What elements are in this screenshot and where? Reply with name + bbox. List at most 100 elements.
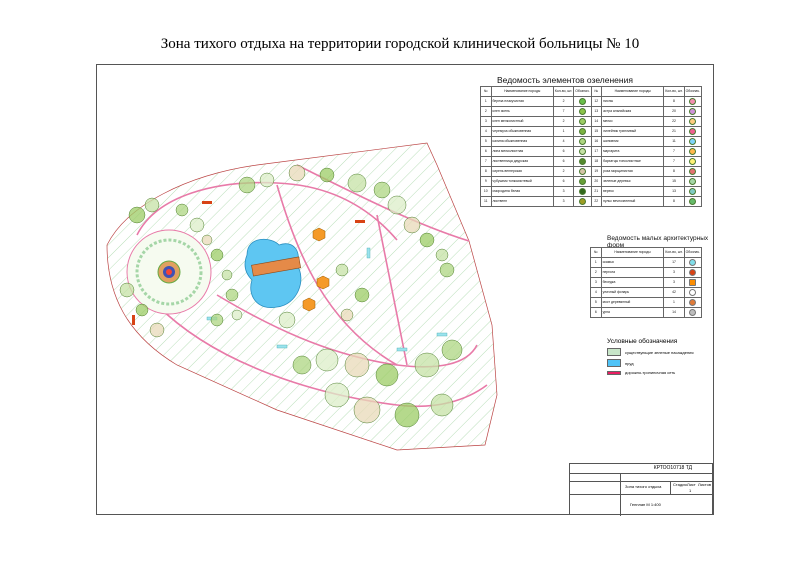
cell-qty: 3 (552, 186, 575, 197)
tree-icon (414, 352, 440, 378)
plant-symbol-icon (578, 127, 586, 135)
cell-qty: 4 (552, 136, 575, 147)
cell-name: маргарита (601, 146, 665, 157)
tree-icon (403, 216, 421, 234)
wooden-bridge (251, 256, 302, 277)
maf-table-caption: Ведомость малых архитектурных форм (607, 235, 709, 249)
tree-icon (128, 206, 146, 224)
cell-qty: 17 (663, 257, 685, 268)
cell-qty: 7 (552, 106, 575, 117)
tree-icon (435, 248, 449, 262)
cell-name: вереск (601, 186, 665, 197)
cell-n: 19 (590, 166, 603, 177)
plant-symbol-icon (578, 197, 586, 205)
cell-n: 10 (480, 186, 492, 197)
cell-symbol (683, 116, 703, 127)
cell-name: пульс вечнозеленый (601, 196, 665, 207)
plant-symbol-icon (689, 137, 697, 145)
plant-symbol-icon (578, 167, 586, 175)
cell-qty: 8 (663, 96, 685, 107)
plant-symbol-icon (689, 97, 697, 105)
tree-icon (210, 248, 224, 262)
cell-symbol (683, 267, 703, 278)
legend-label: дорожно-тропиночная сеть (625, 370, 676, 375)
cell-n: 9 (480, 176, 492, 187)
cell-qty: 6 (552, 176, 575, 187)
cell-name: лиственница даурская (490, 156, 554, 167)
plant-symbol-icon (689, 187, 697, 195)
cell-n: 2 (590, 267, 602, 278)
plant-symbol-icon (689, 177, 697, 185)
gazebo (316, 275, 330, 290)
cell-symbol (683, 196, 703, 207)
pergolas (132, 201, 365, 325)
cell-n: 12 (590, 96, 603, 107)
cell-qty: 21 (663, 126, 685, 137)
sheet-number: 1 (689, 488, 692, 493)
cell-name: мелко (601, 116, 665, 127)
cell-symbol (573, 136, 592, 147)
cell-symbol (683, 287, 703, 298)
maf-symbol-icon (689, 308, 697, 316)
legend-caption: Условные обозначения (607, 338, 678, 345)
tree-icon (288, 164, 306, 182)
cell-name: астра альпийская (601, 106, 665, 117)
plant-symbol-icon (578, 97, 586, 105)
cell-symbol (573, 146, 592, 157)
plant-symbol-icon (689, 167, 697, 175)
cell-symbol (683, 176, 703, 187)
cell-n: 14 (590, 116, 603, 127)
cell-name: бархатцы тонколистные (601, 156, 665, 167)
gazebo (312, 227, 326, 242)
pond (244, 238, 302, 309)
cell-n: 1 (590, 257, 602, 268)
tree-icon (315, 348, 339, 372)
cell-name: береза плакучистая (490, 96, 554, 107)
tree-icon (419, 232, 435, 248)
cell-n: 6 (480, 146, 492, 157)
plant-symbol-icon (689, 127, 697, 135)
tree-icon (259, 172, 275, 188)
cell-qty: 42 (663, 287, 685, 298)
cell-symbol (683, 126, 703, 137)
cell-qty: 8 (663, 196, 685, 207)
cell-qty: 20 (663, 106, 685, 117)
cell-qty: 13 (663, 186, 685, 197)
cell-symbol (573, 106, 592, 117)
cell-n: 18 (590, 156, 603, 167)
stage-label: Стадия (673, 482, 687, 487)
cell-name: беседка (600, 277, 665, 288)
cell-n: 7 (480, 156, 492, 167)
cell-name: калина обыкновенная (490, 136, 554, 147)
cell-name: скамья (600, 257, 665, 268)
legend-item: пруд (607, 359, 707, 367)
maf-symbol-icon (689, 288, 697, 296)
legend: Условные обозначения существующие зелены… (607, 338, 707, 378)
plant-symbol-icon (578, 107, 586, 115)
cell-symbol (683, 277, 703, 288)
maf-symbol-icon (689, 258, 697, 266)
cell-name: пергола (600, 267, 665, 278)
cell-qty: 1 (663, 297, 685, 308)
scale-text: Генплан М 1:400 (630, 502, 661, 507)
cell-qty: 7 (663, 146, 685, 157)
cell-symbol (683, 297, 703, 308)
cell-qty: 11 (663, 136, 685, 147)
tree-icon (210, 313, 224, 327)
cell-name: клен мелколистный (490, 116, 554, 127)
tree-icon (319, 167, 335, 183)
cell-symbol (683, 166, 703, 177)
cell-name: урна (600, 307, 665, 318)
tree-plantings (119, 164, 463, 428)
maf-symbol-icon (689, 268, 697, 276)
sheet-title: Зона тихого отдыха на территории городск… (160, 36, 640, 52)
